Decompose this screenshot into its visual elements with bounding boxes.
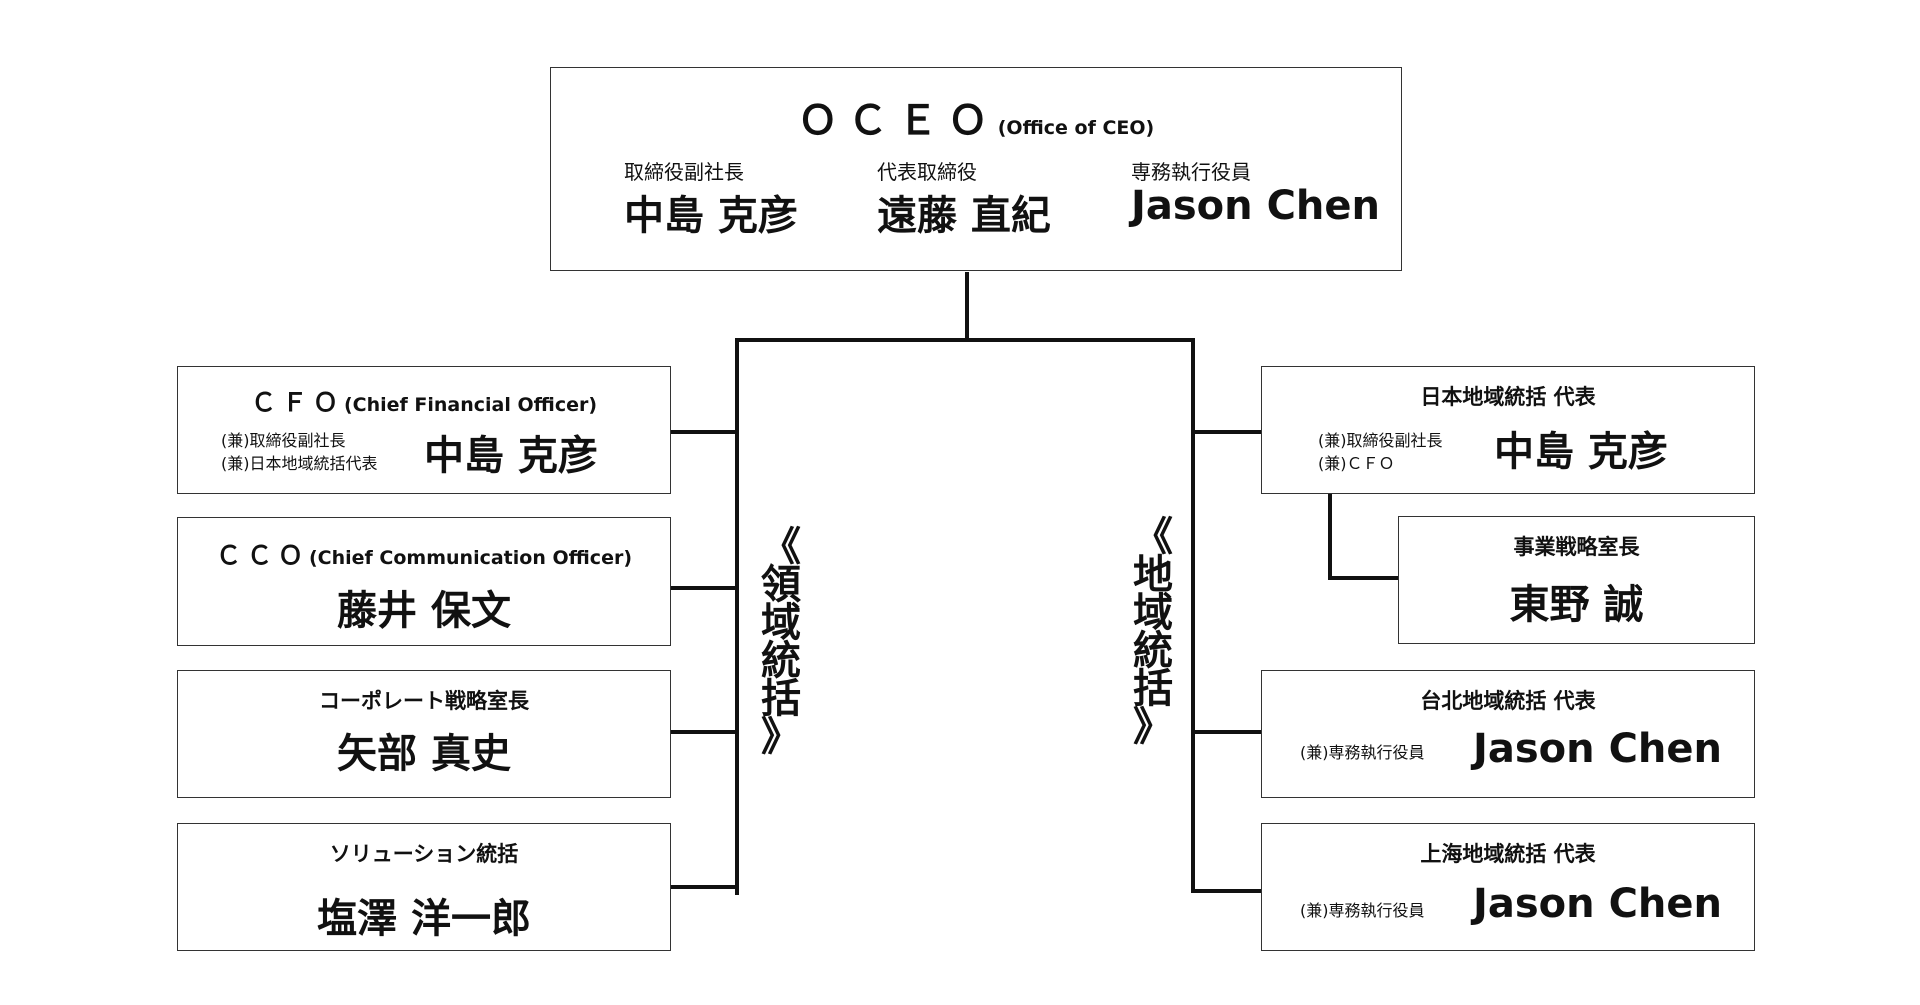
taipei-region-box: 台北地域統括 代表 (兼)専務執行役員 Jason Chen	[1261, 670, 1755, 798]
shanghai-connector	[1193, 889, 1261, 893]
ceo-member-role: 代表取締役	[877, 160, 977, 184]
cco-subtitle: (Chief Communication Officer)	[309, 547, 633, 569]
cco-heading: ＣＣＯ(Chief Communication Officer)	[178, 536, 670, 572]
cfo-role-line1: (兼)取締役副社長	[221, 431, 346, 450]
region-label-char: 《	[1133, 514, 1173, 560]
region-group-label: 《 地 域 統 括 》	[1129, 514, 1177, 750]
domain-label-char: 括	[761, 676, 801, 722]
cfo-box: ＣＦＯ(Chief Financial Officer) (兼)取締役副社長 (…	[177, 366, 671, 494]
japan-connector	[1193, 430, 1261, 434]
shanghai-region-name: Jason Chen	[1473, 881, 1723, 927]
solution-box: ソリューション統括 塩澤 洋一郎	[177, 823, 671, 951]
japan-region-name: 中島 克彦	[1494, 429, 1668, 475]
domain-label-char: 》	[761, 714, 801, 760]
region-trunk-line	[1191, 338, 1195, 893]
corporate-connector	[670, 730, 737, 734]
solution-title: ソリューション統括	[329, 842, 519, 866]
corporate-strategy-title: コーポレート戦略室長	[319, 689, 529, 713]
shanghai-role: (兼)専務執行役員	[1300, 901, 1425, 920]
domain-label-char: 統	[761, 638, 801, 684]
cfo-connector	[670, 430, 737, 434]
solution-name: 塩澤 洋一郎	[317, 896, 531, 942]
ceo-member-name: 遠藤 直紀	[877, 193, 1051, 239]
japan-region-title: 日本地域統括 代表	[1420, 385, 1596, 409]
region-label-char: 括	[1133, 666, 1173, 712]
cco-connector	[670, 586, 737, 590]
taipei-region-title: 台北地域統括 代表	[1420, 689, 1596, 713]
domain-trunk-line	[735, 338, 739, 895]
domain-label-char: 領	[761, 562, 801, 608]
shanghai-region-title: 上海地域統括 代表	[1420, 842, 1596, 866]
business-horizontal-connector	[1328, 576, 1398, 580]
domain-label-char: 《	[761, 524, 801, 570]
shanghai-region-box: 上海地域統括 代表 (兼)専務執行役員 Jason Chen	[1261, 823, 1755, 951]
cfo-role-line2: (兼)日本地域統括代表	[221, 454, 378, 473]
branch-horizontal-line	[735, 338, 1195, 342]
cco-name: 藤井 保文	[337, 588, 511, 634]
business-strategy-title: 事業戦略室長	[1513, 535, 1640, 559]
japan-region-box: 日本地域統括 代表 (兼)取締役副社長 (兼)ＣＦＯ 中島 克彦	[1261, 366, 1755, 494]
domain-label-char: 域	[761, 600, 801, 646]
business-vertical-connector	[1328, 493, 1332, 580]
cfo-title: ＣＦＯ	[250, 388, 344, 417]
japan-role-line2: (兼)ＣＦＯ	[1318, 454, 1395, 473]
cfo-heading: ＣＦＯ(Chief Financial Officer)	[178, 383, 670, 419]
ceo-member-role: 専務執行役員	[1131, 160, 1251, 184]
cfo-name: 中島 克彦	[424, 433, 598, 479]
ceo-member-name: Jason Chen	[1131, 183, 1381, 229]
cfo-subtitle: (Chief Financial Officer)	[343, 394, 598, 416]
corporate-strategy-box: コーポレート戦略室長 矢部 真史	[177, 670, 671, 798]
region-label-char: 》	[1133, 704, 1173, 750]
domain-group-label: 《 領 域 統 括 》	[757, 524, 805, 760]
region-label-char: 統	[1133, 628, 1173, 674]
region-label-char: 域	[1133, 590, 1173, 636]
japan-role-line1: (兼)取締役副社長	[1318, 431, 1443, 450]
taipei-connector	[1193, 730, 1261, 734]
ceo-office-subtitle: (Office of CEO)	[997, 117, 1155, 139]
ceo-member-name: 中島 克彦	[624, 193, 798, 239]
solution-connector	[670, 885, 737, 889]
ceo-office-heading: ＯＣＥＯ(Office of CEO)	[551, 88, 1401, 146]
cco-title: ＣＣＯ	[215, 541, 309, 570]
business-strategy-name: 東野 誠	[1509, 582, 1644, 628]
cco-box: ＣＣＯ(Chief Communication Officer) 藤井 保文	[177, 517, 671, 646]
corporate-strategy-name: 矢部 真史	[337, 731, 511, 777]
taipei-region-name: Jason Chen	[1473, 726, 1723, 772]
taipei-role: (兼)専務執行役員	[1300, 743, 1425, 762]
ceo-stem-line	[965, 272, 969, 340]
business-strategy-box: 事業戦略室長 東野 誠	[1398, 516, 1755, 644]
ceo-office-title: ＯＣＥＯ	[797, 98, 998, 144]
region-label-char: 地	[1133, 552, 1173, 598]
ceo-member-role: 取締役副社長	[624, 160, 744, 184]
ceo-office-box: ＯＣＥＯ(Office of CEO) 取締役副社長 中島 克彦 代表取締役 遠…	[550, 67, 1402, 271]
